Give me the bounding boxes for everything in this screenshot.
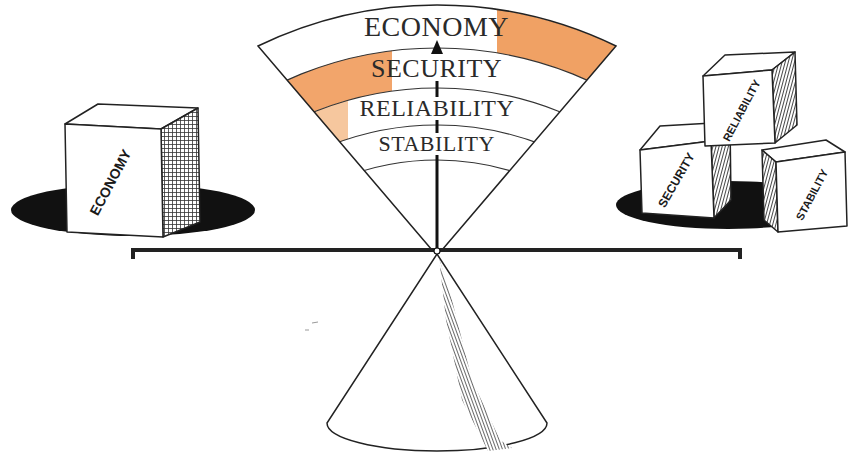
cone-stand <box>305 254 547 451</box>
node-label: ECONOMY <box>364 13 510 41</box>
gauge-band: SECURITY <box>369 56 505 82</box>
pivot <box>434 248 440 254</box>
gauge-fan <box>26 5 848 458</box>
stability-cube <box>762 140 847 232</box>
node-label: STABILITY <box>379 133 496 155</box>
gauge-band: ECONOMY <box>362 13 512 41</box>
node-label: RELIABILITY <box>360 96 515 120</box>
node-label: SECURITY <box>371 56 503 82</box>
gauge-band: RELIABILITY <box>358 96 517 120</box>
reliability-cube <box>703 52 797 146</box>
gauge-band: STABILITY <box>377 133 498 155</box>
economy-cube <box>65 104 200 237</box>
